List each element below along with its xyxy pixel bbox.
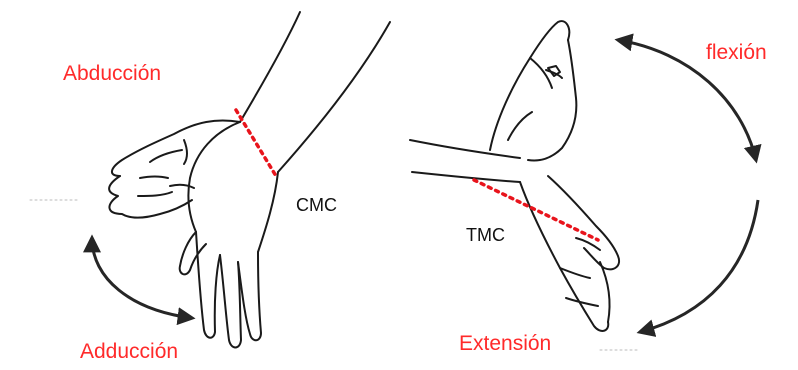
tmc-label: TMC	[466, 226, 505, 244]
right-hand-drawing	[410, 21, 640, 350]
aduccion-label: Adducción	[80, 341, 178, 362]
abduction-adduction-arrow	[92, 238, 192, 318]
cmc-axis-line	[236, 110, 276, 176]
extension-label: Extensión	[459, 333, 551, 354]
flexion-label: flexión	[706, 42, 767, 63]
extension-arrow	[640, 200, 758, 332]
cmc-label: CMC	[296, 196, 337, 214]
abduccion-label: Abducción	[63, 63, 161, 84]
